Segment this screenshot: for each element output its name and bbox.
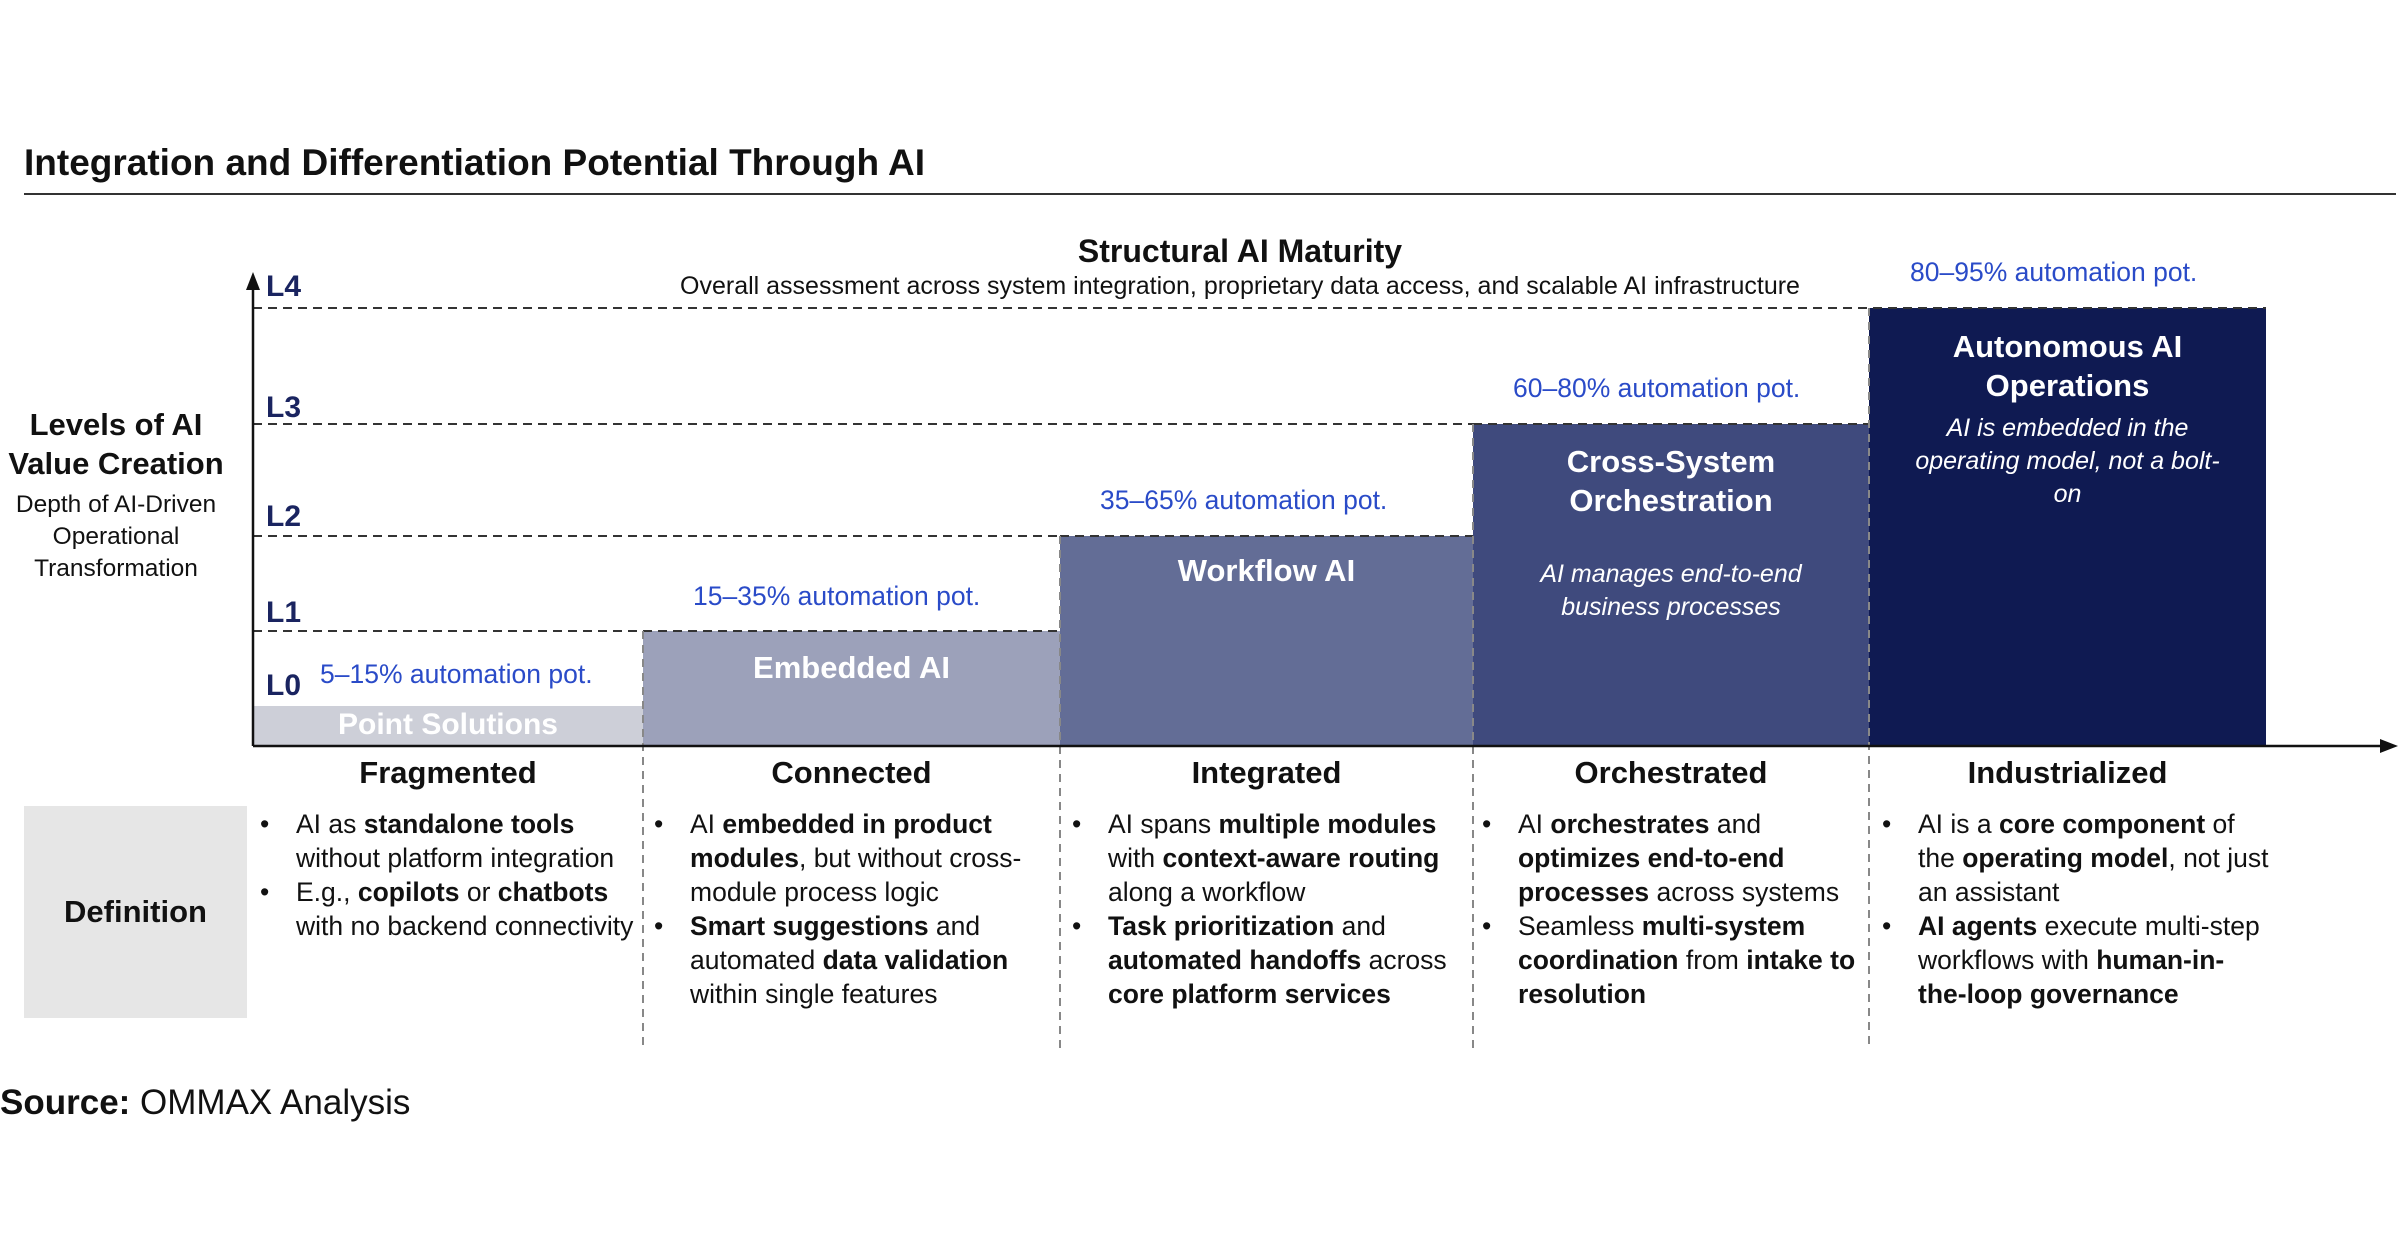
definition-text: orchestrates xyxy=(1550,809,1710,839)
definition-text: AI as xyxy=(296,809,364,839)
definition-bullet: AI spans multiple modules with context-a… xyxy=(1068,807,1468,909)
definition-text: from xyxy=(1678,945,1747,975)
definition-text: human-in-the-loop governance xyxy=(1918,945,2225,1009)
definition-text: core platform services xyxy=(1108,979,1391,1009)
maturity-title: Structural AI Maturity xyxy=(1077,233,1403,269)
level-label-l3: L3 xyxy=(266,391,302,424)
definition-text: across xyxy=(1361,945,1447,975)
definition-text: Smart suggestions xyxy=(690,911,929,941)
definition-bullet: AI agents execute multi-step workflows w… xyxy=(1878,909,2270,1011)
level-label-l1: L1 xyxy=(266,596,302,629)
stage-label-orchestrated: Orchestrated xyxy=(1574,755,1768,790)
definition-text: optimizes end-to-end processes xyxy=(1518,843,1785,907)
definition-text: Task prioritization xyxy=(1108,911,1335,941)
definition-column: AI is a core component of the operating … xyxy=(1878,807,2270,1011)
definition-text: standalone tools xyxy=(363,809,575,839)
y-axis-subtitle: Depth of AI-Driven Operational Transform… xyxy=(15,491,217,582)
definition-text: copilots xyxy=(357,877,460,907)
block-autonomous xyxy=(1869,308,2266,746)
y-axis-title: Levels of AI Value Creation xyxy=(8,407,224,481)
definition-text: or xyxy=(459,877,498,907)
definition-bullet: AI as standalone tools without platform … xyxy=(256,807,636,875)
automation-label-l2: 35–65% automation pot. xyxy=(1100,485,1388,515)
block-embedded-ai xyxy=(643,631,1060,746)
definition-bullet: AI embedded in product modules, but with… xyxy=(650,807,1055,909)
definition-bullet: AI orchestrates and optimizes end-to-end… xyxy=(1478,807,1866,909)
block-label-embedded-ai: Embedded AI xyxy=(753,650,950,685)
maturity-subtitle: Overall assessment across system integra… xyxy=(680,272,1800,300)
definition-column: AI spans multiple modules with context-a… xyxy=(1068,807,1468,1011)
automation-label-l1: 15–35% automation pot. xyxy=(693,581,981,611)
definition-text: multi-system coordination xyxy=(1518,911,1806,975)
y-axis-description: Levels of AI Value Creation Depth of AI-… xyxy=(0,405,232,585)
level-label-l0: L0 xyxy=(266,669,302,702)
stage-label-connected: Connected xyxy=(771,755,932,790)
block-desc-cross-system: AI manages end-to-end business processes xyxy=(1540,560,1802,621)
definition-text: with xyxy=(1108,843,1163,873)
definition-bullet: Seamless multi-system coordination from … xyxy=(1478,909,1866,1011)
stage-label-integrated: Integrated xyxy=(1191,755,1342,790)
definition-text: and automated xyxy=(690,911,981,975)
page-title: Integration and Differentiation Potentia… xyxy=(24,142,925,183)
definition-text: and xyxy=(1709,809,1762,839)
definition-text: with no backend connectivity xyxy=(296,911,634,941)
title-divider xyxy=(24,193,2396,195)
definition-text: within single features xyxy=(690,979,938,1009)
definition-column: AI orchestrates and optimizes end-to-end… xyxy=(1478,807,1866,1011)
definition-text: Seamless xyxy=(1518,911,1642,941)
definition-text: AI xyxy=(690,809,723,839)
automation-label-l3: 60–80% automation pot. xyxy=(1513,373,1801,403)
definition-text: AI is a xyxy=(1918,809,2000,839)
definition-text: , but without cross-module process logic xyxy=(690,843,1022,907)
definition-text: automated handoffs xyxy=(1108,945,1362,975)
source-note: Source: OMMAX Analysis xyxy=(0,1083,410,1123)
block-label-point-solutions: Point Solutions xyxy=(338,708,558,741)
block-workflow-ai xyxy=(1060,536,1473,746)
definition-bullet: AI is a core component of the operating … xyxy=(1878,807,2270,909)
definition-text: operating model xyxy=(1962,843,2169,873)
definition-text: multiple modules xyxy=(1218,809,1437,839)
source-label: Source: xyxy=(0,1083,131,1122)
definition-text: embedded in product modules xyxy=(690,809,992,873)
definition-text: context-aware routing xyxy=(1162,843,1440,873)
definition-text: across systems xyxy=(1649,877,1840,907)
definition-text: chatbots xyxy=(497,877,609,907)
definition-text: along a workflow xyxy=(1108,877,1306,907)
definition-text: of the xyxy=(1918,809,2235,873)
block-cross-system xyxy=(1473,424,1869,746)
block-point-solutions xyxy=(253,706,643,746)
definition-text: data validation xyxy=(822,945,1009,975)
stage-label-industrialized: Industrialized xyxy=(1967,755,2168,790)
definition-text: core component xyxy=(1999,809,2206,839)
definition-label: Definition xyxy=(64,894,207,929)
definition-column: AI embedded in product modules, but with… xyxy=(650,807,1055,1011)
definition-text: E.g., xyxy=(296,877,358,907)
definition-column: AI as standalone tools without platform … xyxy=(256,807,636,943)
definition-bullet: E.g., copilots or chatbots with no backe… xyxy=(256,875,636,943)
definition-text: , not just an assistant xyxy=(1918,843,2269,907)
source-text: OMMAX Analysis xyxy=(130,1083,411,1122)
definition-text: without platform integration xyxy=(296,843,615,873)
stage-label-fragmented: Fragmented xyxy=(359,755,537,790)
definition-text: AI xyxy=(1518,809,1551,839)
x-axis-arrow xyxy=(2380,739,2398,753)
definition-text: AI spans xyxy=(1108,809,1219,839)
definition-text: execute multi-step workflows with xyxy=(1918,911,2260,975)
block-label-workflow-ai: Workflow AI xyxy=(1177,553,1356,588)
definition-text: AI agents xyxy=(1918,911,2038,941)
level-label-l4: L4 xyxy=(266,270,302,303)
automation-label-l4: 80–95% automation pot. xyxy=(1910,257,2198,287)
block-label-autonomous: Autonomous AI Operations xyxy=(1952,329,2183,403)
block-desc-autonomous: AI is embedded in the operating model, n… xyxy=(1915,414,2220,508)
definition-bullet: Smart suggestions and automated data val… xyxy=(650,909,1055,1011)
block-label-cross-system: Cross-System Orchestration xyxy=(1566,444,1776,518)
definition-box: Definition xyxy=(24,806,247,1018)
y-axis-arrow xyxy=(246,272,260,290)
level-label-l2: L2 xyxy=(266,500,302,533)
definition-text: and xyxy=(1334,911,1386,941)
definition-bullet: Task prioritization and automated handof… xyxy=(1068,909,1468,1011)
automation-label-l0: 5–15% automation pot. xyxy=(320,659,593,689)
definition-text: intake to resolution xyxy=(1518,945,1856,1009)
